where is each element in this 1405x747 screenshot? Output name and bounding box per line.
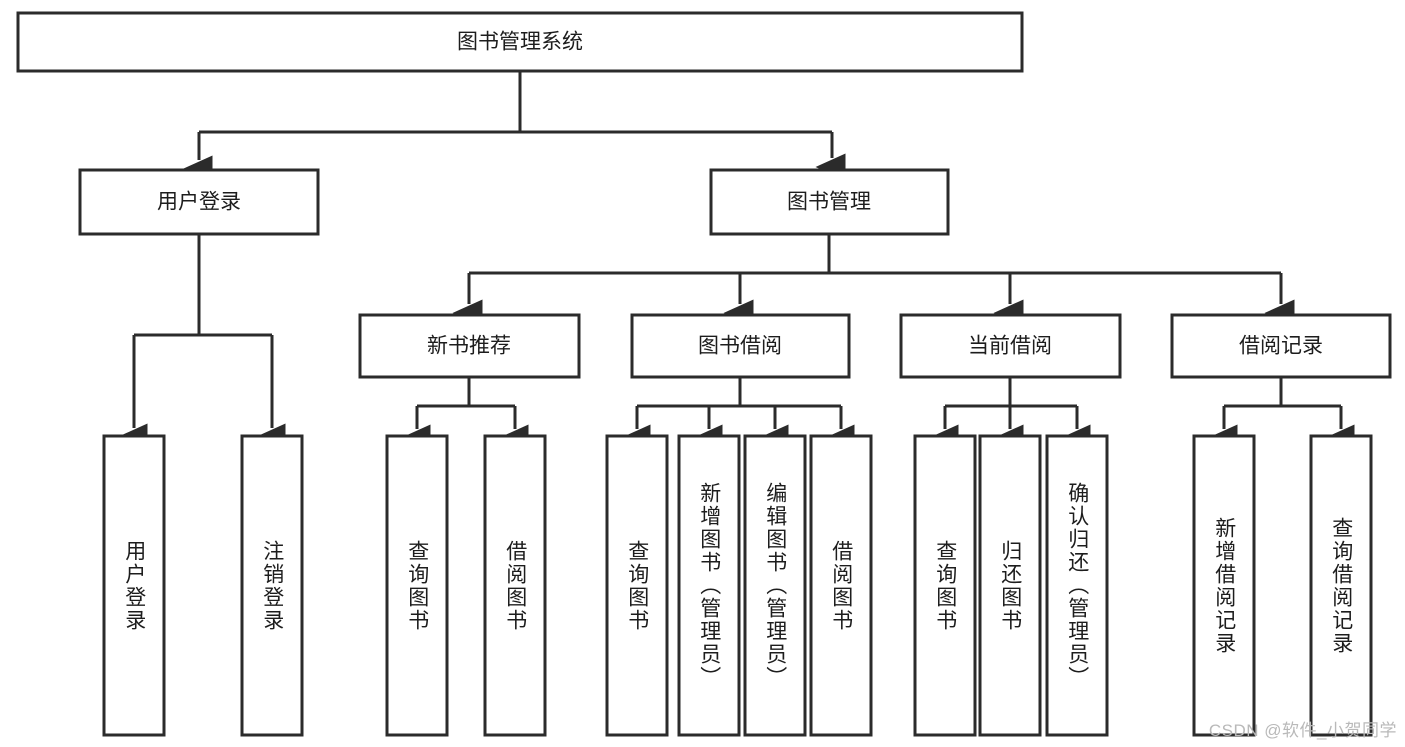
leaf-borrow-1[interactable] <box>605 434 669 737</box>
leaf-user-login-1[interactable] <box>102 434 166 737</box>
node-current-borrow[interactable]: 当前借阅 <box>899 313 1122 379</box>
leaf-new-book-2[interactable] <box>483 434 547 737</box>
leaf-borrow-4[interactable] <box>809 434 873 737</box>
connectors <box>117 71 1355 452</box>
leaf-current-3[interactable] <box>1045 434 1109 737</box>
leaf-records-2[interactable] <box>1309 434 1373 737</box>
leaf-records-1[interactable] <box>1192 434 1256 737</box>
node-root[interactable]: 图书管理系统 <box>16 11 1024 73</box>
leaf-user-login-2[interactable] <box>240 434 304 737</box>
node-current-borrow-label: 当前借阅 <box>968 335 1052 358</box>
node-borrow-records-label: 借阅记录 <box>1239 335 1323 358</box>
leaf-borrow-2[interactable] <box>677 434 741 737</box>
leaf-current-2[interactable] <box>978 434 1042 737</box>
node-user-login-label: 用户登录 <box>157 191 241 214</box>
node-new-book-recommend-label: 新书推荐 <box>427 335 511 358</box>
node-user-login[interactable]: 用户登录 <box>78 168 320 236</box>
csdn-watermark: CSDN @软件_小贺同学 <box>1208 721 1397 740</box>
node-book-management[interactable]: 图书管理 <box>709 168 950 236</box>
node-book-borrow-label: 图书借阅 <box>698 335 782 358</box>
leaf-new-book-1[interactable] <box>385 434 449 737</box>
leaf-borrow-3[interactable] <box>743 434 807 737</box>
node-book-borrow[interactable]: 图书借阅 <box>630 313 851 379</box>
node-borrow-records[interactable]: 借阅记录 <box>1170 313 1392 379</box>
leaf-current-1[interactable] <box>913 434 977 737</box>
node-new-book-recommend[interactable]: 新书推荐 <box>358 313 581 379</box>
node-book-management-label: 图书管理 <box>787 191 871 214</box>
node-root-label: 图书管理系统 <box>457 31 583 54</box>
